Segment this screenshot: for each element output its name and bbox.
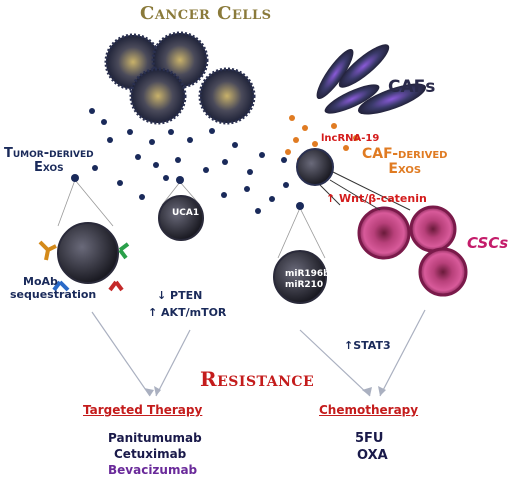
cancer-cells-cluster — [104, 31, 256, 125]
cafs-label: CAFs — [388, 77, 436, 97]
drug-cetuximab: Cetuximab — [114, 447, 187, 461]
cancer-cells-label: Cancer Cells — [140, 3, 272, 24]
stat3-label: ↑STAT3 — [344, 339, 391, 352]
uca1-label: UCA1 — [172, 208, 200, 218]
tumor-exos-line1: Tumor-derived — [4, 146, 94, 161]
caf-exos-line1: CAF-derived — [362, 146, 448, 162]
zoom-exo-1 — [71, 174, 79, 182]
zoom-lines — [57, 179, 326, 259]
mir196b-label: miR196b — [285, 269, 330, 279]
antibody-icons — [38, 240, 130, 292]
caf-exos-label: CAF-derived Exos — [362, 146, 448, 178]
mir210-label: miR210 — [285, 280, 324, 290]
resistance-title: Resistance — [200, 367, 315, 391]
tumor-exos-line2: Exos — [33, 160, 64, 176]
drug-panitumumab: Panitumumab — [108, 431, 202, 445]
pten-label: ↓ PTEN — [157, 289, 203, 302]
caf-to-csc-arrows — [319, 171, 411, 211]
lncrna-label: lncRNA-19 — [321, 133, 380, 144]
caf-exos-line2: Exos — [388, 161, 422, 178]
chemotherapy-title: Chemotherapy — [319, 403, 419, 417]
arrowheads — [144, 386, 386, 396]
targeted-therapy-title: Targeted Therapy — [83, 403, 203, 417]
exosome-mir — [273, 250, 327, 304]
akt-mtor-label: ↑ AKT/mTOR — [148, 306, 227, 319]
cafs-cluster — [316, 44, 427, 115]
drug-oxa: OXA — [357, 448, 388, 463]
released-exosomes — [89, 108, 308, 214]
wnt-label: ↑ Wnt/β-catenin — [326, 192, 427, 205]
cscs-label: CSCs — [467, 234, 509, 252]
pathway-arrows — [91, 309, 426, 397]
tumor-exosome-moab — [57, 222, 119, 284]
drug-5fu: 5FU — [355, 431, 384, 446]
zoom-exo-2 — [176, 176, 184, 184]
zoom-exo-3 — [296, 202, 304, 210]
drug-bevacizumab: Bevacizumab — [108, 463, 198, 477]
exosome-uca1 — [158, 195, 204, 241]
moab-label: MoAb — [23, 275, 58, 288]
tumor-exos-label: Tumor-derived Exos — [4, 146, 94, 176]
caf-exosome — [296, 148, 334, 186]
cscs-cluster — [357, 205, 468, 297]
sequestration-label: sequestration — [10, 288, 97, 301]
